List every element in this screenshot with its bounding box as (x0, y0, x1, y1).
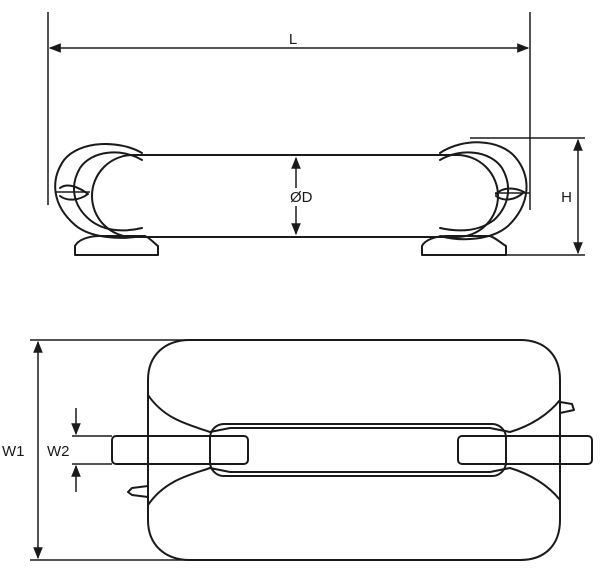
right-base-foot (421, 235, 507, 256)
diameter-label: ØD (290, 189, 313, 206)
left-terminal (59, 184, 89, 201)
length-label: L (289, 31, 297, 48)
lower-lobe-curve (147, 467, 561, 506)
top-view: W1 W2 (2, 339, 593, 561)
left-holder-tab (111, 435, 249, 465)
right-holder-tab (457, 435, 593, 465)
overall-width-label: W1 (2, 443, 25, 460)
lamp-tube-side (91, 154, 499, 238)
left-lug (127, 485, 149, 498)
lamp-width-label: W2 (47, 443, 70, 460)
left-cap-outer (54, 143, 143, 239)
right-cap-inner (439, 151, 510, 232)
left-base-foot (74, 235, 159, 256)
height-label: H (561, 189, 572, 206)
diameter-label-bg (288, 188, 320, 206)
lamp-housing-outline (147, 339, 561, 561)
right-terminal (495, 187, 525, 201)
right-cap-outer (439, 141, 528, 241)
right-lug (559, 401, 575, 414)
inner-tube (209, 423, 507, 477)
side-view: L ØD H (47, 12, 585, 256)
upper-lobe-curve (147, 394, 561, 433)
